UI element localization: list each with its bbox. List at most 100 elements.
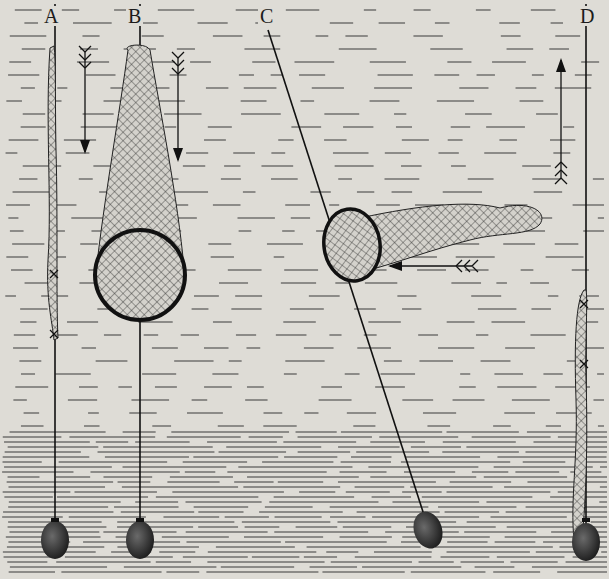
water-stroke (56, 562, 150, 563)
water-stroke (495, 542, 536, 543)
water-stroke (520, 101, 544, 102)
water-stroke (208, 552, 317, 553)
water-stroke (600, 467, 607, 468)
water-stroke (11, 270, 33, 271)
water-stroke (164, 114, 201, 115)
water-stroke (521, 270, 534, 271)
water-stroke (284, 374, 297, 375)
water-stroke (194, 507, 249, 508)
water-stroke (343, 127, 373, 128)
water-stroke (156, 497, 258, 498)
water-stroke (252, 62, 275, 63)
water-stroke (233, 153, 255, 154)
water-stroke (494, 374, 523, 375)
water-stroke (117, 527, 193, 528)
water-stroke (118, 482, 151, 483)
water-stroke (152, 426, 171, 427)
water-stroke (204, 348, 228, 349)
water-stroke (3, 492, 71, 493)
water-stroke (357, 348, 391, 349)
water-stroke (379, 437, 458, 438)
water-stroke (362, 567, 461, 568)
water-stroke (124, 567, 217, 568)
water-stroke (599, 502, 607, 503)
water-stroke (234, 482, 273, 483)
water-stroke (515, 472, 559, 473)
water-stroke (392, 192, 413, 193)
water-stroke (23, 114, 45, 115)
water-stroke (243, 487, 340, 488)
water-stroke (401, 462, 510, 463)
water-stroke (471, 296, 501, 297)
water-stroke (4, 467, 112, 468)
water-stroke (104, 335, 121, 336)
water-stroke (326, 552, 358, 553)
water-stroke (192, 309, 209, 310)
water-stroke (245, 527, 280, 528)
water-stroke (206, 88, 228, 89)
water-stroke (600, 487, 607, 488)
water-stroke (453, 400, 485, 401)
water-stroke (378, 75, 413, 76)
water-stroke (162, 537, 229, 538)
water-stroke (438, 153, 458, 154)
water-stroke (20, 322, 36, 323)
water-stroke (546, 426, 561, 427)
water-stroke (526, 507, 607, 508)
water-stroke (81, 127, 117, 128)
water-stroke (186, 153, 208, 154)
water-stroke (8, 75, 39, 76)
water-stroke (68, 400, 97, 401)
water-stroke (206, 572, 318, 573)
water-stroke (83, 114, 114, 115)
water-stroke (338, 447, 399, 448)
water-stroke (298, 452, 350, 453)
water-stroke (61, 572, 161, 573)
water-stroke (434, 75, 459, 76)
water-stroke (281, 283, 316, 284)
water-stroke (261, 166, 293, 167)
water-stroke (110, 88, 123, 89)
water-stroke (376, 205, 400, 206)
water-stroke (208, 127, 232, 128)
water-stroke (166, 572, 199, 573)
water-stroke (55, 374, 90, 375)
net-d (555, 4, 600, 561)
water-stroke (310, 567, 357, 568)
water-stroke (549, 49, 569, 50)
water-stroke (276, 335, 307, 336)
water-stroke (512, 400, 550, 401)
water-stroke (20, 309, 47, 310)
water-stroke (451, 166, 466, 167)
water-stroke (553, 153, 570, 154)
water-stroke (207, 562, 324, 563)
water-stroke (59, 462, 168, 463)
water-stroke (491, 517, 567, 518)
water-stroke (493, 572, 540, 573)
water-stroke (394, 114, 406, 115)
water-stroke (2, 517, 63, 518)
water-stroke (142, 374, 176, 375)
water-stroke (447, 492, 551, 493)
water-stroke (275, 517, 322, 518)
water-stroke (548, 296, 558, 297)
water-stroke (472, 472, 508, 473)
water-stroke (461, 562, 504, 563)
water-stroke (84, 426, 99, 427)
water-stroke (345, 36, 367, 37)
water-stroke (228, 270, 262, 271)
water-stroke (105, 457, 189, 458)
water-stroke (347, 413, 376, 414)
water-stroke (96, 442, 128, 443)
water-stroke (9, 502, 121, 503)
water-stroke (370, 101, 400, 102)
water-stroke (331, 562, 412, 563)
water-stroke (396, 127, 412, 128)
water-stroke (316, 36, 329, 37)
water-stroke (368, 467, 478, 468)
water-stroke (322, 572, 404, 573)
water-stroke (4, 497, 52, 498)
water-stroke (534, 192, 562, 193)
water-stroke (159, 101, 185, 102)
water-stroke (204, 140, 226, 141)
